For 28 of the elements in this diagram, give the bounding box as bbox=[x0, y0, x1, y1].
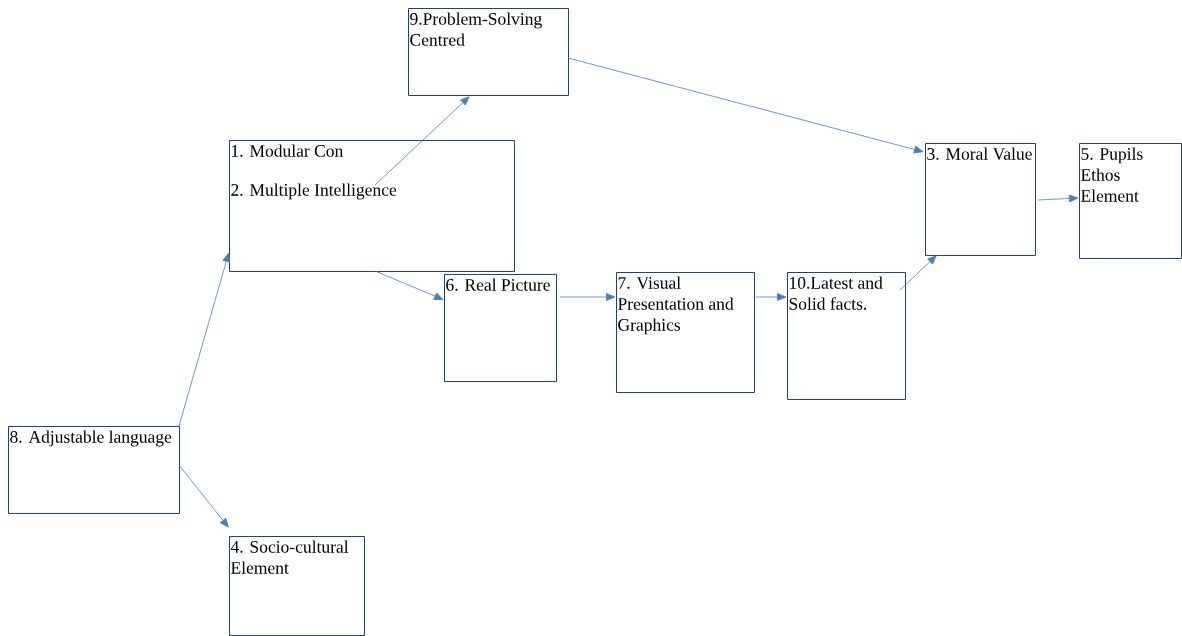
text-box bbox=[925, 143, 1036, 256]
arrow bbox=[755, 293, 787, 301]
text-box bbox=[229, 536, 365, 636]
arrow bbox=[178, 464, 229, 528]
box-text: 6. Real Picture bbox=[446, 278, 550, 291]
text-box bbox=[616, 272, 755, 393]
arrow bbox=[178, 252, 231, 427]
box-text: 5. Pupils Ethos Element bbox=[1081, 147, 1143, 202]
text-box bbox=[8, 426, 180, 514]
arrow bbox=[567, 57, 924, 154]
text-box bbox=[229, 140, 515, 272]
text-box bbox=[1079, 143, 1182, 259]
box-text: 4. Socio-cultural Element bbox=[230, 540, 349, 574]
box-text: 2. Multiple Intelligence bbox=[231, 183, 397, 200]
box-text: 3. Moral Value bbox=[927, 147, 1032, 160]
arrow bbox=[559, 293, 616, 301]
text-box bbox=[408, 8, 569, 96]
arrow bbox=[374, 96, 470, 186]
box-text: 7. Visual Presentation and Graphics bbox=[618, 276, 734, 335]
box-text: 8. Adjustable language bbox=[10, 430, 172, 447]
box-text: 9.Problem-Solving Centred bbox=[410, 12, 542, 46]
text-box bbox=[787, 272, 906, 400]
arrow bbox=[374, 270, 444, 300]
text-box bbox=[444, 274, 557, 382]
arrow bbox=[1037, 194, 1079, 203]
arrow bbox=[899, 255, 937, 291]
box-text: 1. Modular Con bbox=[232, 144, 343, 157]
box-text: 10.Latest and Solid facts. bbox=[789, 276, 883, 310]
